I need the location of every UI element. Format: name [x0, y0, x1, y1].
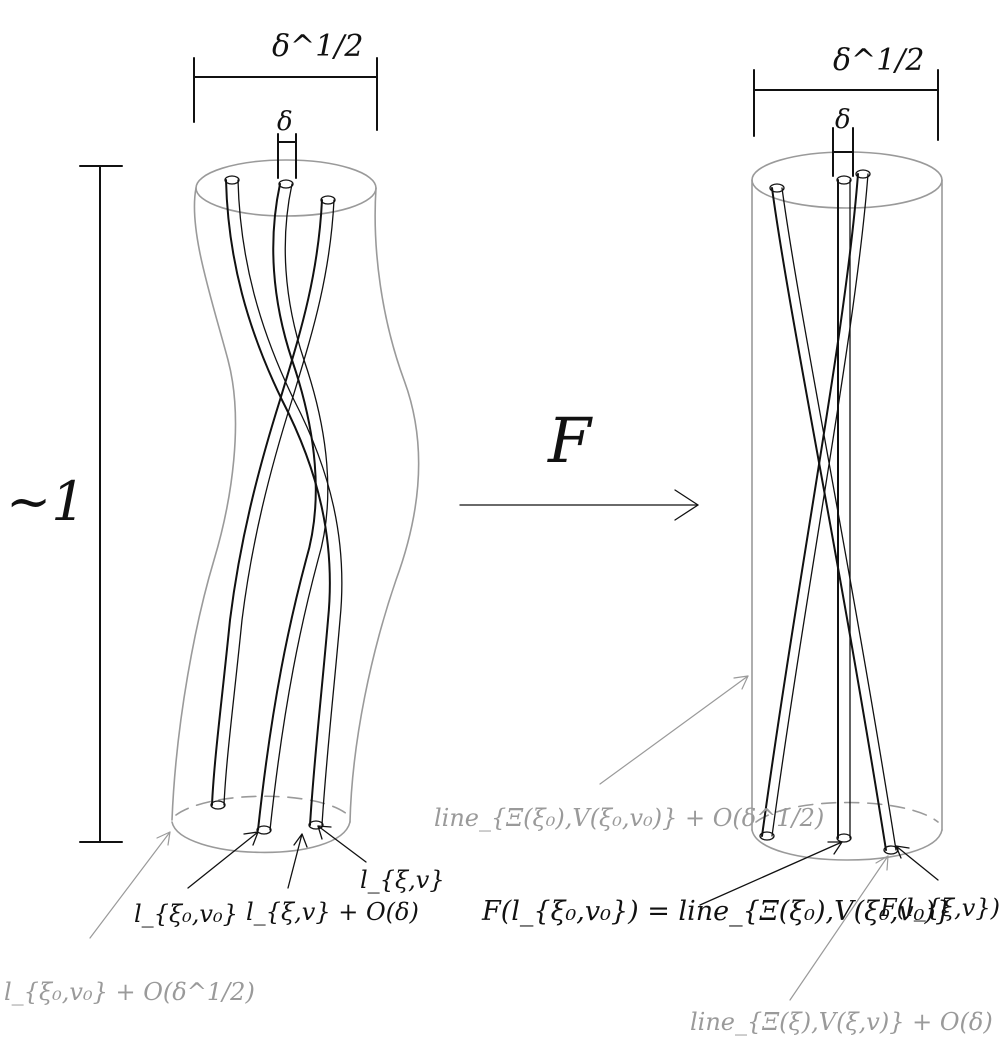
annotation-labels: l_{ξ₀,v₀} l_{ξ,v} l_{ξ,v} + O(δ) l_{ξ₀,v…: [4, 804, 1000, 1036]
label-F-l-xi-v: F(l_{ξ,v}): [879, 894, 1000, 922]
left-curved-tube: δ^1/2 δ ~1: [6, 29, 420, 854]
right-central-tube: [836, 175, 852, 843]
left-tube-bottom-back: [175, 795, 349, 816]
left-tube-left-wall: [171, 187, 237, 821]
left-thin-tube-1: [224, 175, 343, 830]
annotation-arrows: [89, 675, 939, 1001]
right-tube-top-cap: [751, 151, 943, 209]
right-tube-bottom-back: [755, 801, 939, 823]
left-thin-tube-2: [256, 179, 329, 835]
left-delta-label: δ: [277, 107, 293, 137]
scale-label: ~1: [6, 470, 86, 533]
label-l-xi0-v0: l_{ξ₀,v₀}: [134, 900, 238, 928]
label-line-xi0-v0-plus-o-delta-half: line_{Ξ(ξ₀),V(ξ₀,v₀)} + O(δ^1/2): [434, 804, 824, 832]
left-tube-right-wall: [349, 187, 420, 823]
right-thin-tube-a: [769, 183, 899, 855]
label-line-xi-v-plus-o-delta: line_{Ξ(ξ),V(ξ,v)} + O(δ): [690, 1008, 993, 1036]
left-tube-bottom-front: [171, 821, 351, 854]
right-tube-bottom-front: [751, 829, 943, 861]
map-label: F: [547, 404, 593, 477]
label-F-equation: F(l_{ξ₀,v₀}) = line_{Ξ(ξ₀),V(ξ₀,v₀)}: [481, 896, 952, 927]
right-delta-label: δ: [835, 105, 851, 135]
left-thin-tube-3: [210, 195, 336, 810]
right-straight-tube: δ^1/2 δ: [751, 43, 943, 861]
right-delta-half-label: δ^1/2: [833, 43, 924, 78]
label-l-xi0-v0-plus-o-delta-half: l_{ξ₀,v₀} + O(δ^1/2): [4, 978, 255, 1006]
left-delta-half-label: δ^1/2: [272, 29, 363, 64]
label-l-xi-v-plus-o-delta: l_{ξ,v} + O(δ): [246, 898, 419, 926]
map-arrow: F: [459, 404, 699, 521]
label-l-xi-v: l_{ξ,v}: [360, 866, 445, 894]
right-thin-tube-b: [759, 169, 871, 841]
